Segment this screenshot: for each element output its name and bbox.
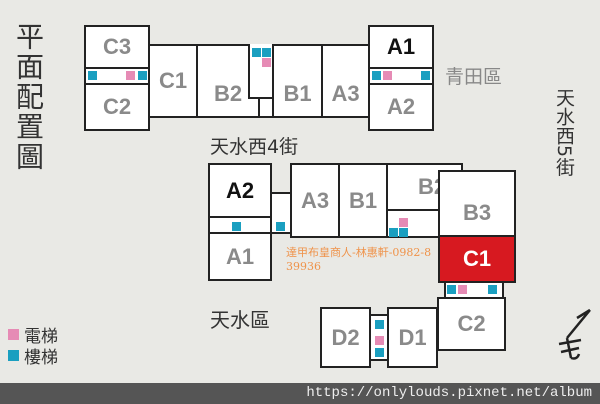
- stair-icon: [262, 48, 271, 57]
- area-label-tianshui: 天水區: [210, 308, 270, 332]
- unit-d1[interactable]: D1: [387, 307, 438, 368]
- unit-a2[interactable]: A2: [208, 163, 272, 218]
- elevator-icon: [399, 218, 408, 227]
- elevator-icon: [375, 336, 384, 345]
- stair-icon: [232, 222, 241, 231]
- footer-url: https://onlylouds.pixnet.net/album: [0, 383, 600, 404]
- unit-c3[interactable]: C3: [84, 25, 150, 69]
- unit-b3[interactable]: B3: [438, 170, 516, 237]
- unit-c2[interactable]: C2: [84, 83, 150, 131]
- stair-icon: [252, 48, 261, 57]
- unit-a3[interactable]: A3: [321, 44, 370, 118]
- unit-a2[interactable]: A2: [368, 83, 434, 131]
- street-label-east: 天水西5街: [553, 88, 575, 177]
- elevator-icon: [126, 71, 135, 80]
- stair-icon: [389, 228, 398, 237]
- stair-icon: [488, 285, 497, 294]
- unit-a1[interactable]: A1: [368, 25, 434, 69]
- north-arrow-icon: [558, 308, 591, 360]
- unit-a1[interactable]: A1: [208, 232, 272, 281]
- unit-c1[interactable]: C1: [148, 44, 198, 118]
- stair-icon: [399, 228, 408, 237]
- unit-d2[interactable]: D2: [320, 307, 371, 368]
- stair-icon: [375, 348, 384, 357]
- elevator-icon: [383, 71, 392, 80]
- legend-stair-swatch: [8, 350, 19, 361]
- unit-b1[interactable]: B1: [338, 163, 388, 238]
- legend-elevator-swatch: [8, 329, 19, 340]
- unit-b1[interactable]: B1: [272, 44, 323, 118]
- unit-c2[interactable]: C2: [437, 297, 506, 351]
- stair-icon: [88, 71, 97, 80]
- unit-a3[interactable]: A3: [290, 163, 340, 238]
- street-label-north: 天水西4街: [210, 136, 299, 158]
- stair-icon: [372, 71, 381, 80]
- stair-icon: [138, 71, 147, 80]
- legend-elevator-label: 電梯: [24, 327, 58, 347]
- elevator-icon: [262, 58, 271, 67]
- watermark: 達甲布皇商人-林惠軒-0982-839936: [286, 246, 432, 273]
- stair-icon: [447, 285, 456, 294]
- stair-icon: [421, 71, 430, 80]
- legend-stair-label: 樓梯: [24, 348, 58, 368]
- unit-c1-highlighted[interactable]: C1: [438, 235, 516, 283]
- plan-title: 平面配置圖: [12, 22, 45, 172]
- area-label-qingtian: 青田區: [445, 66, 503, 88]
- stair-icon: [375, 320, 384, 329]
- stair-icon: [276, 222, 285, 231]
- elevator-icon: [458, 285, 467, 294]
